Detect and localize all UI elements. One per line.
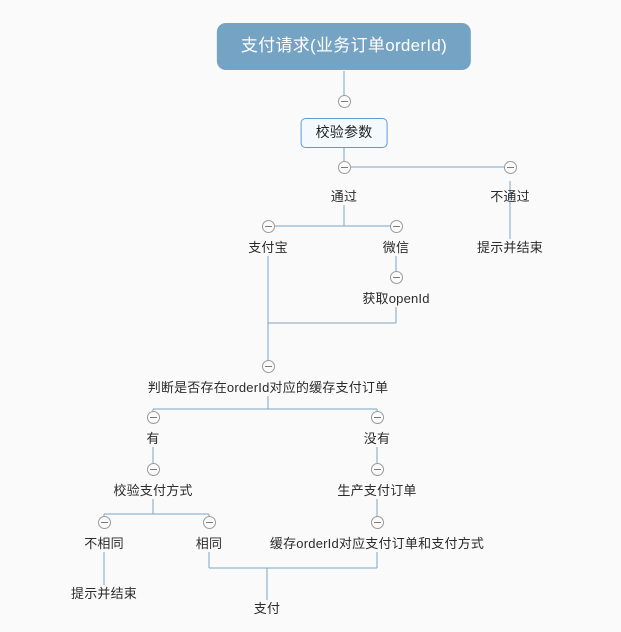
flow-node-openid[interactable]: 获取openId bbox=[362, 290, 429, 308]
flow-node-gen-order[interactable]: 生产支付订单 bbox=[337, 482, 416, 500]
collapse-minus-icon[interactable] bbox=[337, 160, 351, 174]
flow-node-label: 校验支付方式 bbox=[113, 483, 193, 498]
flow-node-wechat[interactable]: 微信 bbox=[383, 239, 409, 257]
flow-node-label: 不相同 bbox=[84, 536, 124, 551]
flow-node-label: 生产支付订单 bbox=[337, 483, 417, 498]
flow-node-check-pay[interactable]: 校验支付方式 bbox=[113, 482, 192, 500]
collapse-minus-icon[interactable] bbox=[146, 410, 160, 424]
collapse-minus-icon[interactable] bbox=[389, 219, 403, 233]
collapse-minus-icon[interactable] bbox=[370, 462, 384, 476]
collapse-minus-icon[interactable] bbox=[337, 94, 351, 108]
collapse-minus-icon[interactable] bbox=[97, 515, 111, 529]
collapse-minus-icon[interactable] bbox=[261, 359, 275, 373]
flow-node-label: 缓存orderId对应支付订单和支付方式 bbox=[269, 536, 485, 551]
flow-node-label: 有 bbox=[146, 431, 160, 446]
flow-node-pay[interactable]: 支付 bbox=[254, 600, 280, 618]
flow-node-alipay[interactable]: 支付宝 bbox=[248, 239, 288, 257]
collapse-minus-icon[interactable] bbox=[202, 515, 216, 529]
flow-node-notsame-end[interactable]: 提示并结束 bbox=[71, 585, 137, 603]
flow-node-fail-end[interactable]: 提示并结束 bbox=[477, 239, 543, 257]
flow-node-cache-order[interactable]: 缓存orderId对应支付订单和支付方式 bbox=[270, 535, 484, 553]
collapse-minus-icon[interactable] bbox=[389, 270, 403, 284]
collapse-minus-icon[interactable] bbox=[370, 515, 384, 529]
flow-node-not-same[interactable]: 不相同 bbox=[84, 535, 124, 553]
flow-node-label: 支付宝 bbox=[248, 240, 288, 255]
flow-node-label: 通过 bbox=[330, 189, 358, 204]
flow-node-validate[interactable]: 校验参数 bbox=[300, 118, 388, 148]
flow-node-label: 支付 bbox=[253, 601, 281, 616]
flow-node-label: 提示并结束 bbox=[70, 586, 138, 601]
collapse-minus-icon[interactable] bbox=[261, 219, 275, 233]
flow-node-none[interactable]: 没有 bbox=[364, 430, 390, 448]
flow-node-label: 支付请求(业务订单orderId) bbox=[216, 23, 472, 70]
flow-node-label: 提示并结束 bbox=[476, 240, 544, 255]
flow-node-pass[interactable]: 通过 bbox=[331, 188, 357, 206]
flow-node-fail[interactable]: 不通过 bbox=[490, 188, 530, 206]
collapse-minus-icon[interactable] bbox=[146, 462, 160, 476]
flow-node-label: 校验参数 bbox=[300, 118, 388, 148]
flow-node-root[interactable]: 支付请求(业务订单orderId) bbox=[216, 23, 472, 70]
collapse-minus-icon[interactable] bbox=[370, 410, 384, 424]
flow-node-has[interactable]: 有 bbox=[146, 430, 159, 448]
flow-node-check-cache[interactable]: 判断是否存在orderId对应的缓存支付订单 bbox=[148, 379, 389, 397]
flow-node-label: 没有 bbox=[363, 431, 391, 446]
flow-node-label: 不通过 bbox=[490, 189, 530, 204]
flow-node-label: 相同 bbox=[195, 536, 223, 551]
flow-node-label: 获取openId bbox=[362, 291, 430, 306]
flow-node-label: 判断是否存在orderId对应的缓存支付订单 bbox=[147, 380, 389, 395]
collapse-minus-icon[interactable] bbox=[503, 160, 517, 174]
flow-node-label: 微信 bbox=[382, 240, 410, 255]
flow-node-same[interactable]: 相同 bbox=[196, 535, 222, 553]
